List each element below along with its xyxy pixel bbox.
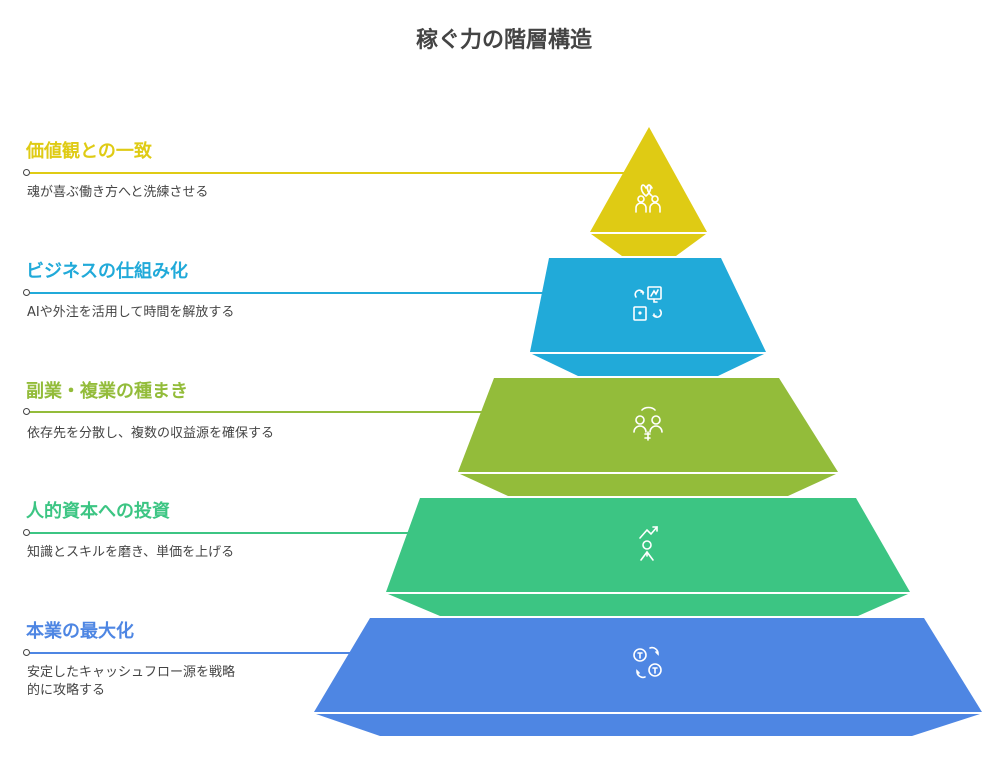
tier-1-shape: [590, 127, 707, 256]
tier-2-connector-dot: [23, 289, 30, 296]
tier-4-connector: [30, 532, 422, 534]
tier-3-description: 依存先を分散し、複数の収益源を確保する: [27, 426, 275, 441]
tier-5-connector-dot: [23, 649, 30, 656]
cash-flow-icon: [633, 646, 662, 679]
tier-5-connector: [30, 652, 350, 654]
tier-3-shape: [458, 378, 838, 496]
income-sources-icon: [633, 406, 663, 441]
tier-2-shape: [530, 258, 766, 376]
tier-1-connector: [30, 172, 626, 174]
tier-4-connector-dot: [23, 529, 30, 536]
automation-icon: [633, 286, 663, 321]
tier-4-description: 知識とスキルを磨き、単価を上げる: [27, 545, 235, 560]
tier-2-heading: ビジネスの仕組み化: [26, 261, 188, 282]
tier-3-connector: [30, 411, 494, 413]
tier-3-heading: 副業・複業の種まき: [26, 381, 188, 402]
tier-4-heading: 人的資本への投資: [26, 501, 170, 522]
tier-2-connector: [30, 292, 558, 294]
tier-1-heading: 価値観との一致: [26, 141, 152, 162]
tier-3-connector-dot: [23, 408, 30, 415]
tier-2-description: AIや外注を活用して時間を解放する: [27, 305, 235, 320]
tier-5-shape: [314, 618, 982, 736]
diagram-title: 稼ぐ力の階層構造: [415, 28, 592, 53]
tier-4-shape: [386, 498, 910, 616]
tier-5-description: 安定したキャッシュフロー源を戦略的に攻略する: [27, 665, 236, 698]
tier-5-heading: 本業の最大化: [26, 621, 134, 642]
tier-1-description: 魂が喜ぶ働き方へと洗練させる: [27, 185, 209, 200]
tier-1-connector-dot: [23, 169, 30, 176]
people-heart-icon: [635, 184, 661, 213]
growth-person-icon: [639, 526, 658, 561]
